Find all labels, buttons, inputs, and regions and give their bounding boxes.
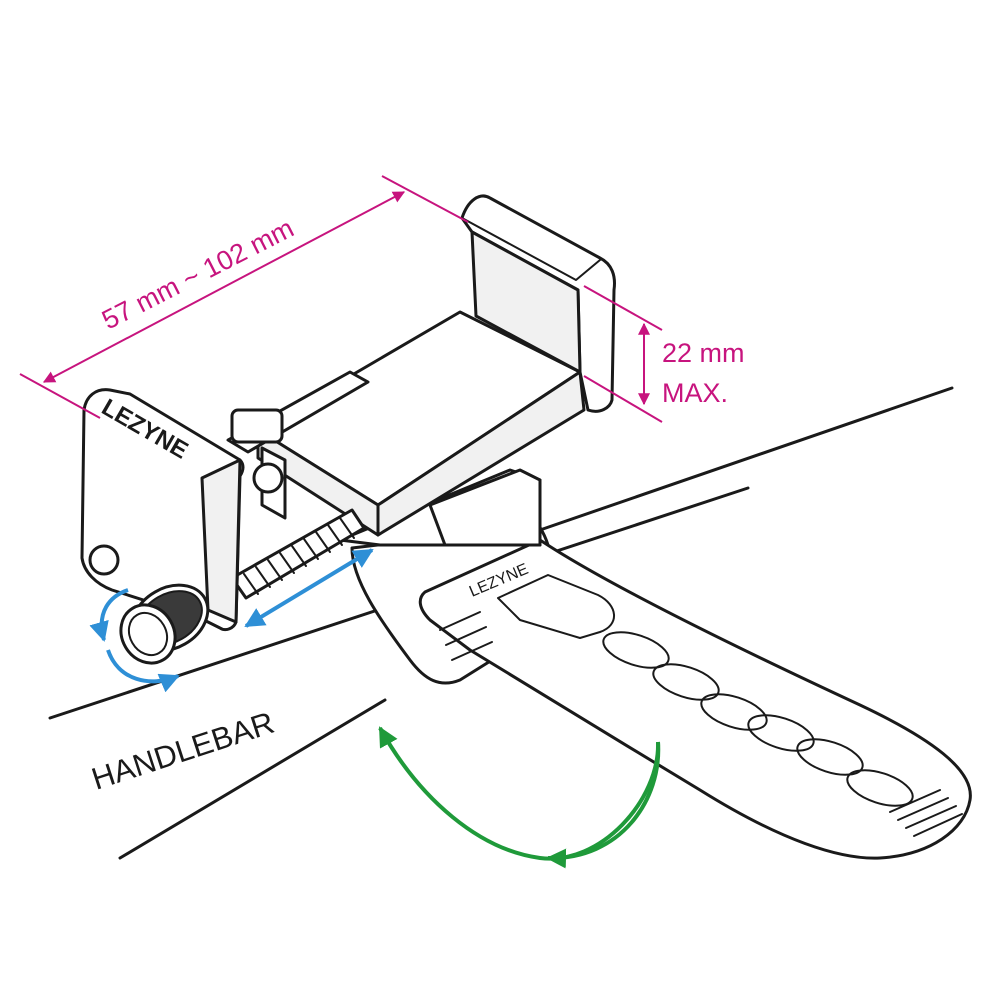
width-range-label: 57 mm ~ 102 mm (97, 213, 298, 335)
depth-value-label: 22 mm (662, 338, 745, 368)
strap-underside-grip (439, 611, 493, 661)
threaded-screw (230, 508, 366, 600)
knob-rotate-arrows-icon (89, 588, 180, 693)
adjustment-knob (119, 583, 210, 665)
phone-cradle (226, 194, 616, 537)
depth-dimension: 22 mm MAX. (583, 285, 745, 423)
slide-adjust-arrow-icon (244, 548, 374, 628)
handlebar-label: HANDLEBAR (87, 705, 278, 797)
rubber-strap: LEZYNE (350, 502, 972, 860)
strap-grip-ribs (889, 789, 963, 837)
strap-wrap-arrow-icon (378, 726, 661, 869)
clamp-body: LEZYNE (80, 388, 245, 632)
depth-qualifier-label: MAX. (662, 378, 728, 408)
strap-holes (602, 631, 914, 807)
